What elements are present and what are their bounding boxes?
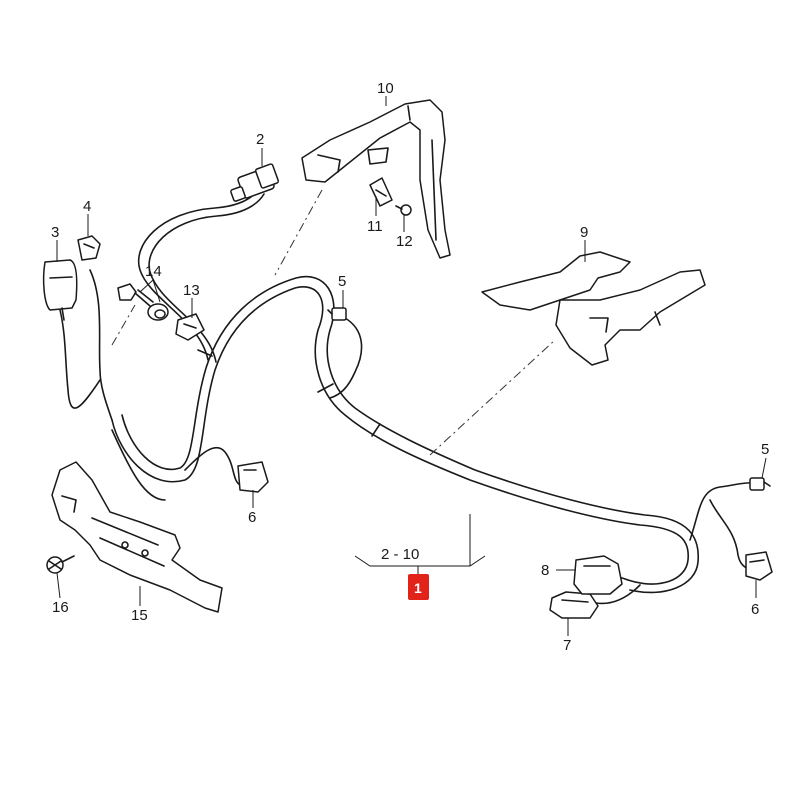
assembly-badge-box xyxy=(408,574,429,600)
sensor-part-5-upper xyxy=(327,307,347,321)
callout-12: 12 xyxy=(396,233,413,250)
callout-13: 13 xyxy=(183,282,200,299)
callout-4: 4 xyxy=(83,198,91,215)
bolt-part-16 xyxy=(46,555,75,574)
callout-2: 2 xyxy=(256,131,264,148)
callout-10: 10 xyxy=(377,80,394,97)
assembly-badge-label: 1 xyxy=(414,580,422,596)
callout-3: 3 xyxy=(51,224,59,241)
screw-part-12 xyxy=(395,204,412,216)
clip-part-11 xyxy=(369,177,393,207)
sensor-part-5-right xyxy=(749,477,771,491)
callout-6-right: 6 xyxy=(751,601,759,618)
callout-8: 8 xyxy=(541,562,549,579)
callout-16: 16 xyxy=(52,599,69,616)
connector-part-7 xyxy=(549,591,599,619)
leader-lines xyxy=(56,96,767,636)
assembly-badge: 1 xyxy=(408,574,429,600)
bracket-part-10 xyxy=(301,99,451,259)
connector-part-6-right xyxy=(745,551,773,581)
callout-15: 15 xyxy=(131,607,148,624)
clip-part-4 xyxy=(77,235,101,261)
callout-14: 14 xyxy=(145,263,162,280)
callout-7: 7 xyxy=(563,637,571,654)
connector-part-8 xyxy=(573,555,623,595)
callout-5-upper: 5 xyxy=(338,273,346,290)
callout-6-left: 6 xyxy=(248,509,256,526)
connector-part-6-left xyxy=(237,461,269,493)
callout-9: 9 xyxy=(580,224,588,241)
reference-lines xyxy=(111,189,556,456)
callout-11: 11 xyxy=(367,218,383,235)
clip-part-13 xyxy=(175,313,205,341)
bracket-part-15 xyxy=(51,461,223,613)
connector-part-2 xyxy=(230,163,280,202)
callout-5-right: 5 xyxy=(761,441,769,458)
connector-part-3 xyxy=(42,259,78,321)
assembly-range-label: 2 - 10 xyxy=(381,546,419,563)
bracket-part-9 xyxy=(481,251,706,366)
callout-numbers: 2 3 4 5 5 6 6 7 8 9 10 11 12 13 14 15 16… xyxy=(51,80,769,654)
